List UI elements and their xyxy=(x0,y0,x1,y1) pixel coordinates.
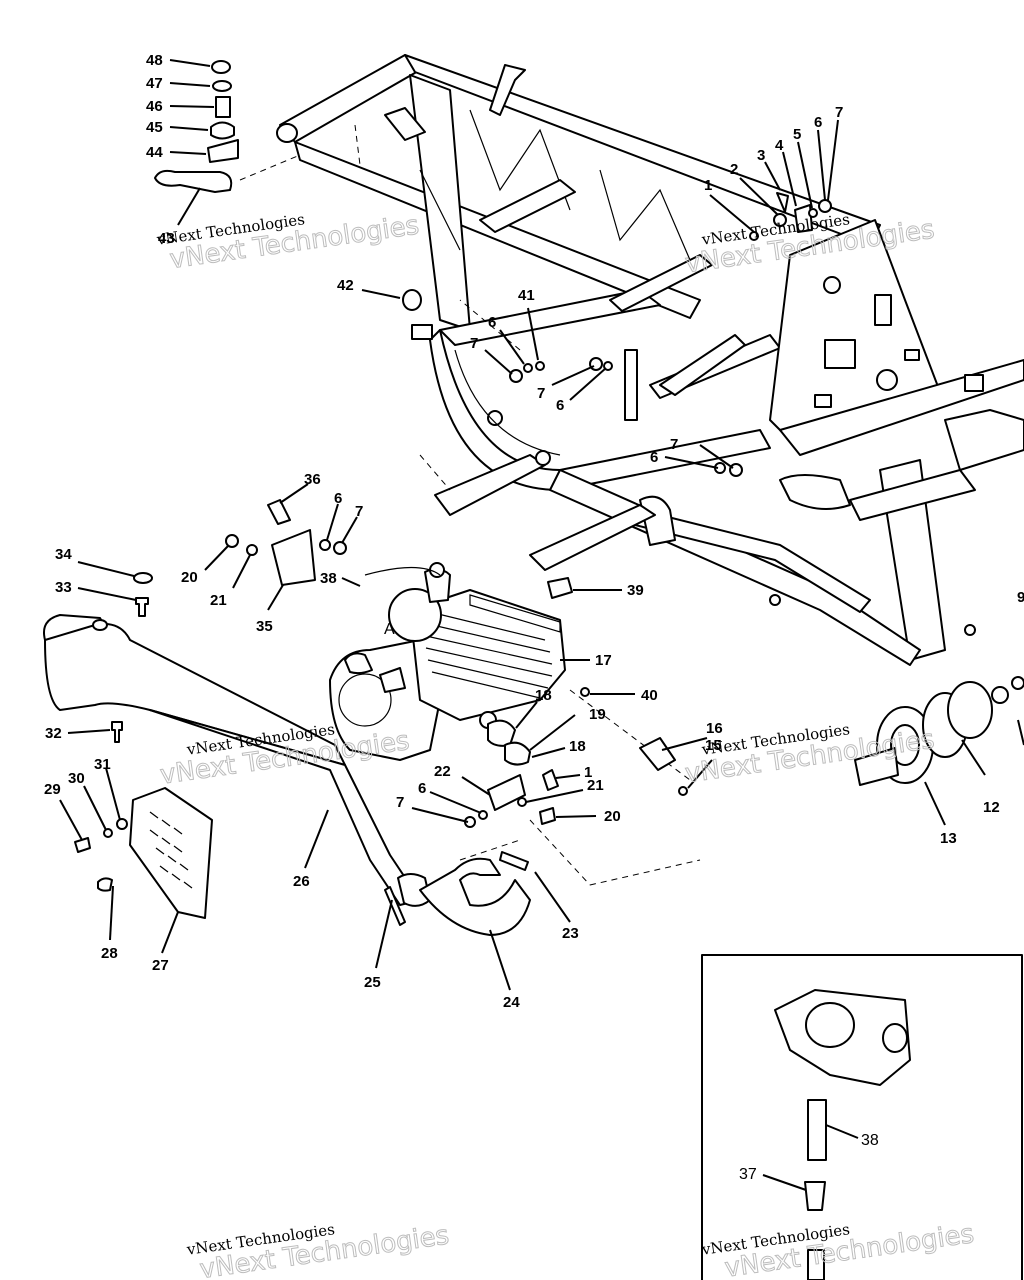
callout-7: 7 xyxy=(835,104,843,121)
leader-lines xyxy=(59,59,1024,1191)
callout-13: 13 xyxy=(940,830,957,847)
callout-17: 17 xyxy=(595,652,612,669)
watermark: vNext Technologies vNext Technologies xyxy=(155,210,422,276)
callout-6: 6 xyxy=(556,397,564,414)
callout-5: 5 xyxy=(793,126,801,143)
callout-23: 23 xyxy=(562,925,579,942)
callout-7: 7 xyxy=(537,385,545,402)
callout-7: 7 xyxy=(396,794,404,811)
ignition-bracket-assembly xyxy=(225,499,347,586)
callout-47: 47 xyxy=(146,75,163,92)
callout-31: 31 xyxy=(94,756,111,773)
callout-34: 34 xyxy=(55,546,72,563)
callout-43: 43 xyxy=(158,230,175,247)
callout-7: 7 xyxy=(355,503,363,520)
callout-A: A xyxy=(384,621,395,638)
callout-27: 27 xyxy=(152,957,169,974)
callout-20: 20 xyxy=(604,808,621,825)
carburetor-inset xyxy=(701,954,1023,1280)
callout-38: 38 xyxy=(320,570,337,587)
callout-26: 26 xyxy=(293,873,310,890)
bolt-32 xyxy=(111,721,123,743)
callout-6: 6 xyxy=(650,449,658,466)
callout-37: 37 xyxy=(739,1166,757,1183)
callout-41: 41 xyxy=(518,287,535,304)
bolt-33 xyxy=(135,597,149,617)
callout-22: 22 xyxy=(434,763,451,780)
washer-34 xyxy=(133,572,153,584)
callout-32: 32 xyxy=(45,725,62,742)
callout-20: 20 xyxy=(181,569,198,586)
engine-mount-stack xyxy=(154,60,239,193)
callout-2: 2 xyxy=(730,161,738,178)
callout-6: 6 xyxy=(334,490,342,507)
callout-39: 39 xyxy=(627,582,644,599)
engine-assembly xyxy=(329,562,590,761)
callout-21: 21 xyxy=(210,592,227,609)
frame-fasteners xyxy=(509,357,743,477)
callout-18: 18 xyxy=(569,738,586,755)
callout-9: 9 xyxy=(1017,589,1024,606)
steering-post-hardware xyxy=(749,192,832,241)
callout-25: 25 xyxy=(364,974,381,991)
callout-48: 48 xyxy=(146,52,163,69)
watermark: vNext Technologies vNext Technologies xyxy=(185,1220,452,1280)
callout-24: 24 xyxy=(503,994,520,1011)
spring-23 xyxy=(499,851,529,871)
callout-30: 30 xyxy=(68,770,85,787)
callout-33: 33 xyxy=(55,579,72,596)
dashed-leaders xyxy=(239,124,701,886)
callout-40: 40 xyxy=(641,687,658,704)
callout-12: 12 xyxy=(983,799,1000,816)
callout-19: 19 xyxy=(589,706,606,723)
callout-labels: 48 47 46 45 44 43 42 41 6 7 7 6 1 2 3 4 … xyxy=(44,52,1024,1183)
spring-25 xyxy=(384,886,406,926)
callout-6: 6 xyxy=(418,780,426,797)
callout-35: 35 xyxy=(256,618,273,635)
callout-46: 46 xyxy=(146,98,163,115)
callout-6: 6 xyxy=(488,314,496,331)
drive-clutch xyxy=(639,676,1024,796)
callout-15: 15 xyxy=(705,737,722,754)
callout-1: 1 xyxy=(704,177,712,194)
callout-44: 44 xyxy=(146,144,163,161)
callout-45: 45 xyxy=(146,119,163,136)
exhaust-system xyxy=(43,614,531,936)
callout-28: 28 xyxy=(101,945,118,962)
callout-6: 6 xyxy=(814,114,822,131)
callout-42: 42 xyxy=(337,277,354,294)
callout-7: 7 xyxy=(670,436,678,453)
callout-3: 3 xyxy=(757,147,765,164)
heat-shield xyxy=(74,787,213,919)
grommet-42 xyxy=(402,289,422,311)
callout-18: 18 xyxy=(535,687,552,704)
callout-16: 16 xyxy=(706,720,723,737)
callout-36: 36 xyxy=(304,471,321,488)
chassis-frame xyxy=(276,54,1024,666)
sensor-39 xyxy=(547,577,573,599)
callout-38: 38 xyxy=(861,1132,879,1149)
callout-29: 29 xyxy=(44,781,61,798)
callout-7: 7 xyxy=(470,335,478,352)
callout-4: 4 xyxy=(775,137,784,154)
callout-1: 1 xyxy=(584,764,592,781)
callout-21: 21 xyxy=(587,777,604,794)
